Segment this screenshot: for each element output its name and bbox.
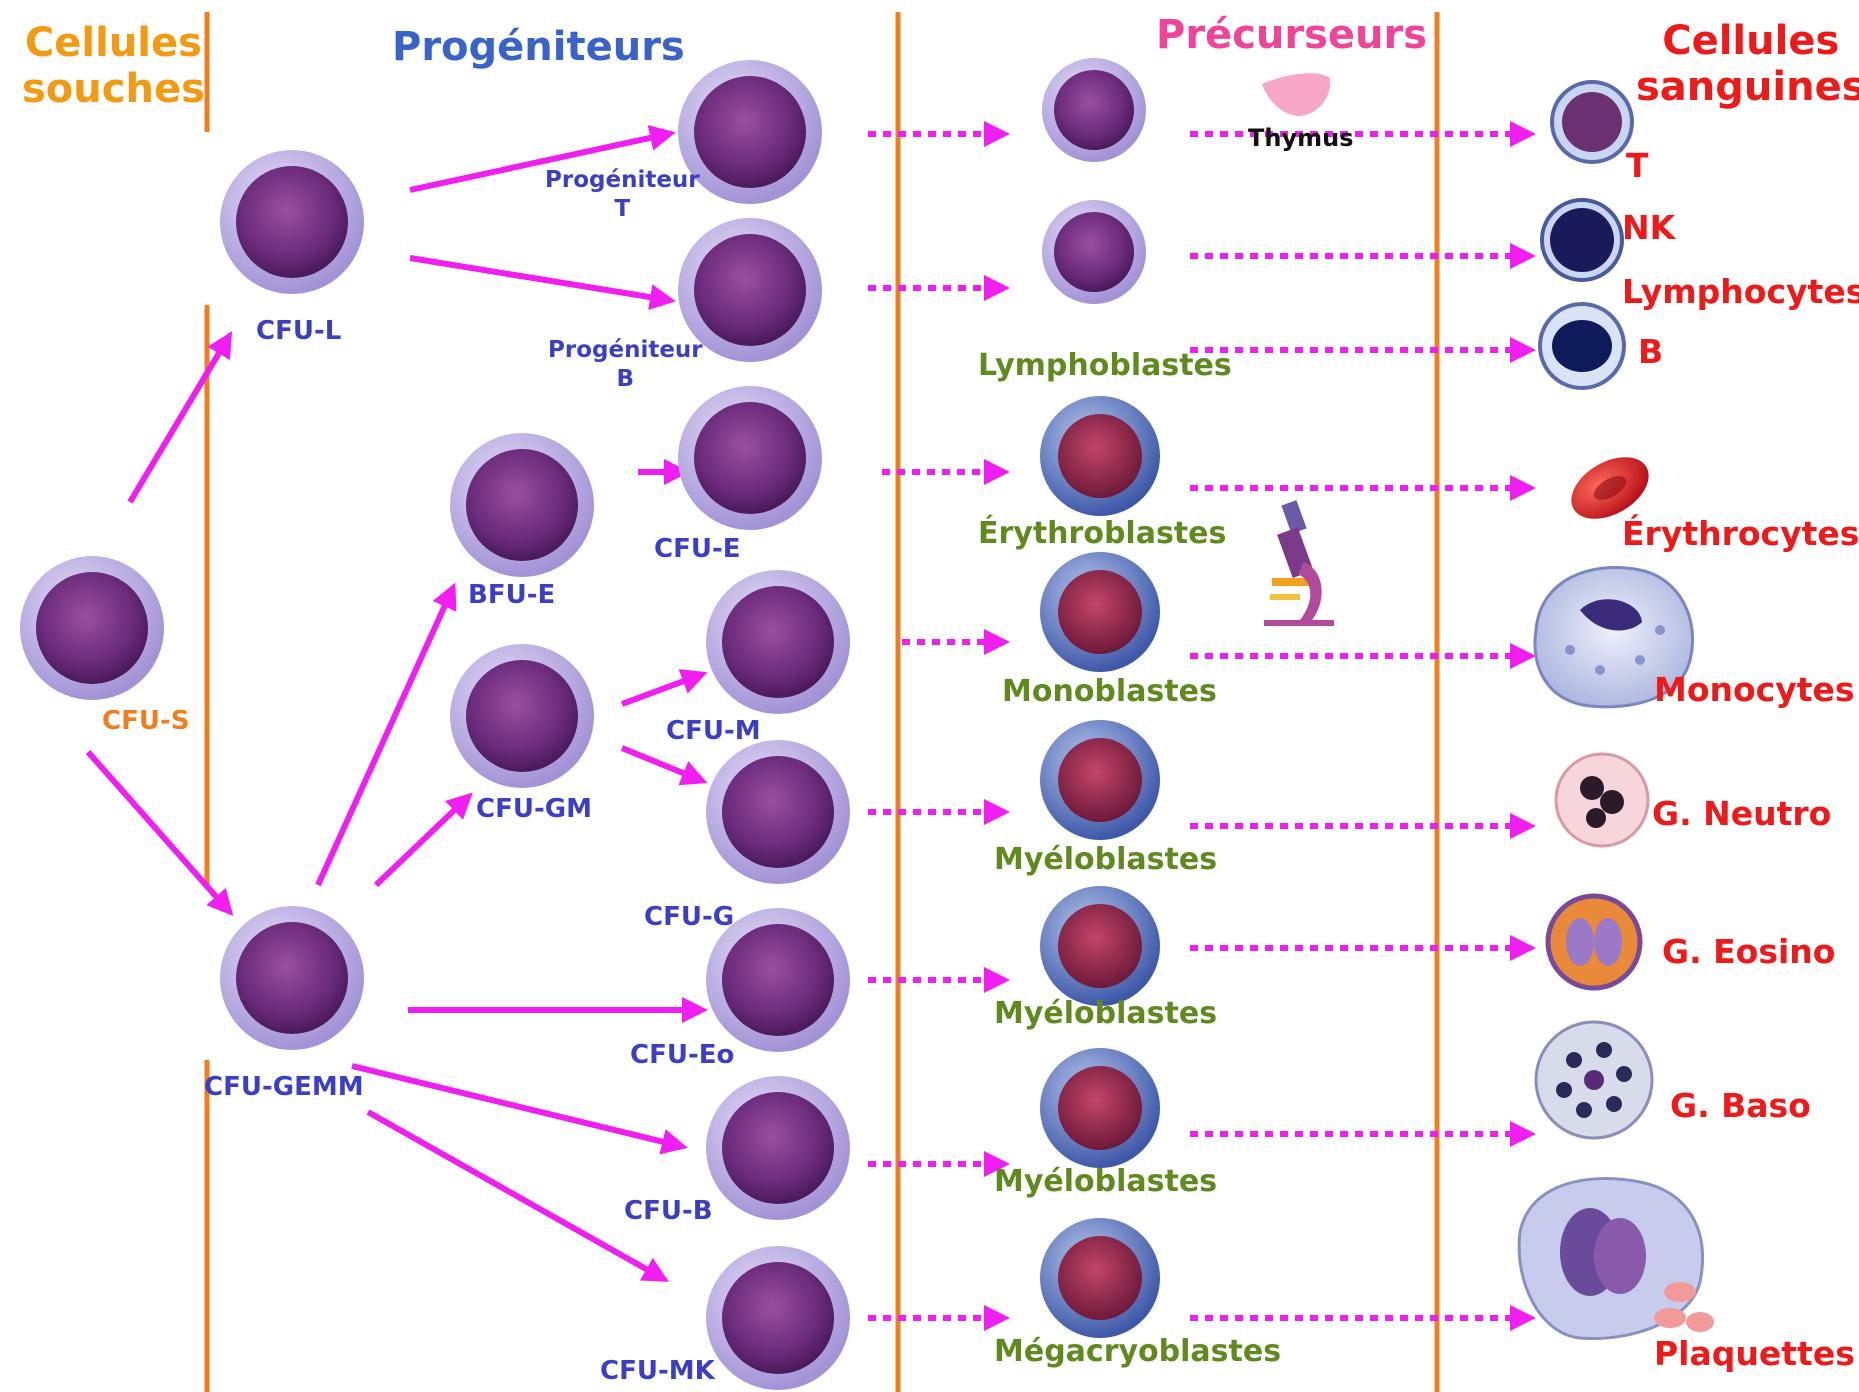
eosinophil-icon bbox=[1548, 896, 1640, 988]
label-progenitor-t-line1: Progéniteur bbox=[545, 166, 700, 195]
blast-cell-icon bbox=[1040, 396, 1160, 516]
blast-cell-icon bbox=[1040, 1218, 1160, 1338]
stem-cell-icon bbox=[706, 1246, 850, 1390]
label-nk: NK bbox=[1622, 208, 1675, 247]
stem-cell-icon bbox=[706, 740, 850, 884]
label-bfu-e: BFU-E bbox=[468, 580, 555, 610]
header-blood-line1: Cellules bbox=[1636, 18, 1859, 64]
label-progenitor-b: Progéniteur B bbox=[548, 336, 703, 394]
header-stem-line2: souches bbox=[22, 66, 205, 112]
header-precursors: Précurseurs bbox=[1156, 12, 1427, 58]
blast-cell-icon bbox=[1040, 1048, 1160, 1168]
label-progenitor-t-line2: T bbox=[545, 195, 700, 224]
stem-cell-icon bbox=[450, 644, 594, 788]
stem-cell-icon bbox=[220, 150, 364, 294]
label-erythroblastes: Érythroblastes bbox=[978, 516, 1226, 551]
blood-cells bbox=[1519, 82, 1714, 1339]
header-blood-cells: Cellules sanguines bbox=[1636, 18, 1859, 110]
label-cfu-gemm: CFU-GEMM bbox=[204, 1072, 364, 1102]
stem-cell-icon bbox=[450, 433, 594, 577]
label-plaquettes: Plaquettes bbox=[1654, 1334, 1855, 1373]
blast-cell-icon bbox=[1040, 720, 1160, 840]
header-blood-line2: sanguines bbox=[1636, 64, 1859, 110]
label-progenitor-t: Progéniteur T bbox=[545, 166, 700, 224]
label-b: B bbox=[1638, 332, 1663, 371]
lymphocyte-icon bbox=[1542, 200, 1622, 280]
lymphoid-precursors bbox=[1042, 58, 1146, 304]
label-cfu-e: CFU-E bbox=[654, 534, 741, 564]
label-myeloblastes-1: Myéloblastes bbox=[994, 842, 1217, 877]
maturation-arrows bbox=[868, 134, 1528, 1318]
blast-cell-icon bbox=[1040, 552, 1160, 672]
label-cfu-l: CFU-L bbox=[256, 316, 341, 346]
label-megacaryoblastes: Mégacryoblastes bbox=[994, 1334, 1281, 1369]
label-lymphoblastes: Lymphoblastes bbox=[978, 348, 1232, 383]
header-progenitors: Progéniteurs bbox=[392, 24, 685, 70]
label-myeloblastes-2: Myéloblastes bbox=[994, 996, 1217, 1031]
label-cfu-eo: CFU-Eo bbox=[630, 1040, 734, 1070]
stem-cell-icon bbox=[220, 906, 364, 1050]
stem-cell-icon bbox=[1042, 200, 1146, 304]
label-monoblastes: Monoblastes bbox=[1002, 674, 1217, 709]
label-cfu-mk: CFU-MK bbox=[600, 1356, 715, 1386]
blast-cell-icon bbox=[1040, 886, 1160, 1006]
stem-cell-icon bbox=[20, 556, 164, 700]
microscope-icon bbox=[1264, 500, 1334, 626]
label-thymus: Thymus bbox=[1248, 124, 1353, 152]
label-myeloblastes-3: Myéloblastes bbox=[994, 1164, 1217, 1199]
lymphocyte-icon bbox=[1552, 82, 1632, 162]
label-progenitor-b-line2: B bbox=[548, 365, 703, 394]
stem-cell-icon bbox=[1042, 58, 1146, 162]
label-cfu-gm: CFU-GM bbox=[476, 794, 592, 824]
label-monocytes: Monocytes bbox=[1654, 670, 1855, 709]
header-stem-line1: Cellules bbox=[22, 20, 205, 66]
megakaryocyte-icon bbox=[1519, 1179, 1714, 1339]
label-baso: G. Baso bbox=[1670, 1086, 1811, 1125]
label-eosino: G. Eosino bbox=[1662, 932, 1835, 971]
label-lymphocytes: Lymphocytes bbox=[1622, 272, 1859, 311]
label-progenitor-b-line1: Progéniteur bbox=[548, 336, 703, 365]
label-neutro: G. Neutro bbox=[1652, 794, 1831, 833]
label-cfu-m: CFU-M bbox=[666, 716, 761, 746]
thymus-icon bbox=[1262, 73, 1330, 116]
header-stem-cells: Cellules souches bbox=[22, 20, 205, 112]
label-cfu-b: CFU-B bbox=[624, 1196, 713, 1226]
stem-cell-icon bbox=[706, 1076, 850, 1220]
label-cfu-g: CFU-G bbox=[644, 902, 734, 932]
label-t: T bbox=[1626, 146, 1649, 185]
label-cfu-s: CFU-S bbox=[102, 706, 189, 736]
neutrophil-icon bbox=[1556, 754, 1648, 846]
lymphocyte-icon bbox=[1540, 304, 1624, 388]
label-erythrocytes: Érythrocytes bbox=[1622, 514, 1859, 553]
basophil-icon bbox=[1536, 1022, 1652, 1138]
stem-cell-icon bbox=[706, 570, 850, 714]
stem-cell-icon bbox=[678, 386, 822, 530]
